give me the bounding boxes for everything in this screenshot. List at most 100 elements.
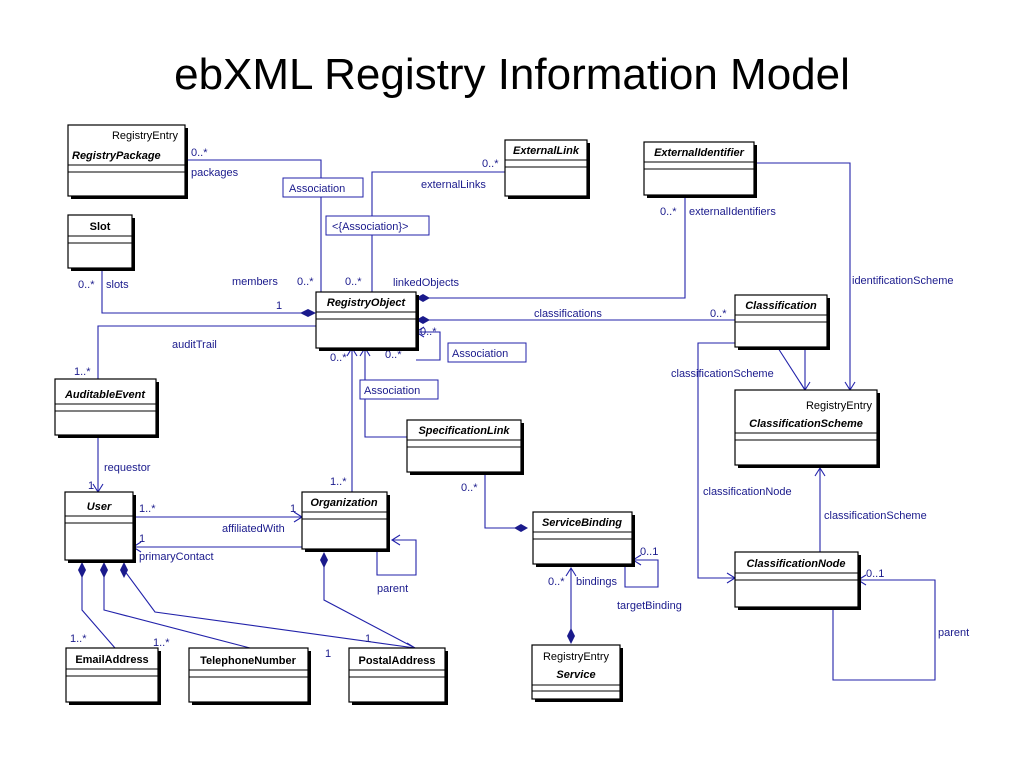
association-box-packages: Association xyxy=(282,177,364,198)
arrow-org-parent xyxy=(390,534,401,546)
association-box-spec: Association xyxy=(359,379,439,400)
class-classification-node: ClassificationNode xyxy=(734,551,861,610)
association-box-self: Association xyxy=(447,342,527,363)
specification-link-connector xyxy=(364,348,407,438)
svg-text:RegistryEntry: RegistryEntry xyxy=(543,651,610,663)
label-ro-mult-b: 0..* xyxy=(385,349,402,361)
label-members-mult: 0..* xyxy=(297,276,314,288)
label-classification-node: classificationNode xyxy=(703,486,792,498)
class-organization: Organization xyxy=(301,491,390,552)
label-classification-scheme-b: classificationScheme xyxy=(824,510,927,522)
label-classification-scheme-a: classificationScheme xyxy=(671,368,774,380)
svg-text:Classification: Classification xyxy=(745,300,817,312)
diamond-user-1 xyxy=(78,562,86,578)
spec-binding-link xyxy=(484,474,520,529)
svg-text:ExternalIdentifier: ExternalIdentifier xyxy=(654,147,745,159)
label-email-mult: 1..* xyxy=(70,633,87,645)
class-auditable-event: AuditableEvent xyxy=(54,378,159,438)
label-classifications: classifications xyxy=(534,308,602,320)
label-target-binding: targetBinding xyxy=(617,600,682,612)
label-sb-mult: 0..1 xyxy=(640,546,658,558)
audit-trail-link xyxy=(97,325,316,379)
label-extlink-mult: 0..* xyxy=(482,158,499,170)
label-requestor: requestor xyxy=(104,462,151,474)
class-email-address: EmailAddress xyxy=(65,647,161,705)
label-svc-mult: 0..* xyxy=(548,576,565,588)
label-parent-org: parent xyxy=(377,583,408,595)
svg-text:Organization: Organization xyxy=(310,497,378,509)
diamond-service xyxy=(567,628,575,644)
label-linked-mult: 0..* xyxy=(345,276,362,288)
class-classification: Classification xyxy=(734,294,830,350)
postal-org-link xyxy=(323,558,416,649)
class-postal-address: PostalAddress xyxy=(348,647,448,705)
class-telephone-number: TelephoneNumber xyxy=(188,647,311,705)
label-pc-one: 1 xyxy=(139,533,145,545)
class-service-binding: ServiceBinding xyxy=(532,511,635,567)
svg-text:Association: Association xyxy=(289,183,345,195)
label-bindings: bindings xyxy=(576,576,617,588)
label-extid-mult: 0..* xyxy=(660,206,677,218)
label-primary-contact: primaryContact xyxy=(139,551,214,563)
self-association xyxy=(416,331,441,361)
slots-link xyxy=(101,271,308,314)
svg-text:RegistryPackage: RegistryPackage xyxy=(72,150,161,162)
svg-text:ClassificationScheme: ClassificationScheme xyxy=(749,418,863,430)
label-postal-one-b: 1 xyxy=(325,648,331,660)
label-slots-mult: 0..* xyxy=(78,279,95,291)
diamond-binding xyxy=(514,524,528,532)
connectors xyxy=(81,159,936,681)
label-identification-scheme: identificationScheme xyxy=(852,275,954,287)
label-postal-one-a: 1 xyxy=(365,633,371,645)
label-self-mult: 0..* xyxy=(420,326,437,338)
label-audit-trail: auditTrail xyxy=(172,339,217,351)
label-tel-mult: 1..* xyxy=(153,637,170,649)
label-classif-mult: 0..* xyxy=(710,308,727,320)
association-box-linked: <{Association}> xyxy=(325,215,430,236)
svg-text:ClassificationNode: ClassificationNode xyxy=(746,558,845,570)
page-title: ebXML Registry Information Model xyxy=(174,50,850,99)
label-user-mult: 1..* xyxy=(139,503,156,515)
label-cn-mult: 0..1 xyxy=(866,568,884,580)
cn-parent-link xyxy=(832,579,936,681)
diamond-user-3 xyxy=(120,562,128,578)
label-org-mult: 1..* xyxy=(330,476,347,488)
class-external-identifier: ExternalIdentifier xyxy=(643,141,757,198)
label-ro-mult-a: 0..* xyxy=(330,352,347,364)
label-audit-mult: 1..* xyxy=(74,366,91,378)
svg-text:RegistryEntry: RegistryEntry xyxy=(806,400,873,412)
svg-text:<{Association}>: <{Association}> xyxy=(332,221,408,233)
svg-text:AuditableEvent: AuditableEvent xyxy=(64,389,146,401)
class-classification-scheme: RegistryEntry ClassificationScheme xyxy=(734,389,880,468)
svg-text:SpecificationLink: SpecificationLink xyxy=(418,425,510,437)
class-registry-object: RegistryObject xyxy=(315,291,419,351)
connector-labels: 0..* packages 0..* externalLinks 0..* ex… xyxy=(70,147,969,660)
class-slot: Slot xyxy=(67,214,135,271)
label-parent-cn: parent xyxy=(938,627,969,639)
svg-text:Association: Association xyxy=(452,348,508,360)
label-req-one: 1 xyxy=(88,480,94,492)
diamond-linked xyxy=(416,294,430,302)
label-slot-one: 1 xyxy=(276,300,282,312)
label-external-links: externalLinks xyxy=(421,179,486,191)
class-specification-link: SpecificationLink xyxy=(406,419,524,475)
diamond-user-2 xyxy=(100,562,108,578)
external-links-link xyxy=(371,171,505,292)
svg-text:Service: Service xyxy=(556,669,595,681)
class-user: User xyxy=(64,491,136,563)
svg-text:ServiceBinding: ServiceBinding xyxy=(542,517,622,529)
svg-text:EmailAddress: EmailAddress xyxy=(75,654,148,666)
diamond-org xyxy=(320,552,328,568)
org-parent-link xyxy=(376,539,417,576)
target-binding-link xyxy=(624,559,659,588)
svg-text:RegistryEntry: RegistryEntry xyxy=(112,130,179,142)
class-external-link: ExternalLink xyxy=(504,139,590,199)
label-members: members xyxy=(232,276,278,288)
svg-text:ExternalLink: ExternalLink xyxy=(513,145,580,157)
svg-text:RegistryObject: RegistryObject xyxy=(327,297,407,309)
diamond-classifications xyxy=(416,316,430,324)
label-external-identifiers: externalIdentifiers xyxy=(689,206,776,218)
svg-text:Slot: Slot xyxy=(90,221,111,233)
svg-text:User: User xyxy=(87,501,112,513)
